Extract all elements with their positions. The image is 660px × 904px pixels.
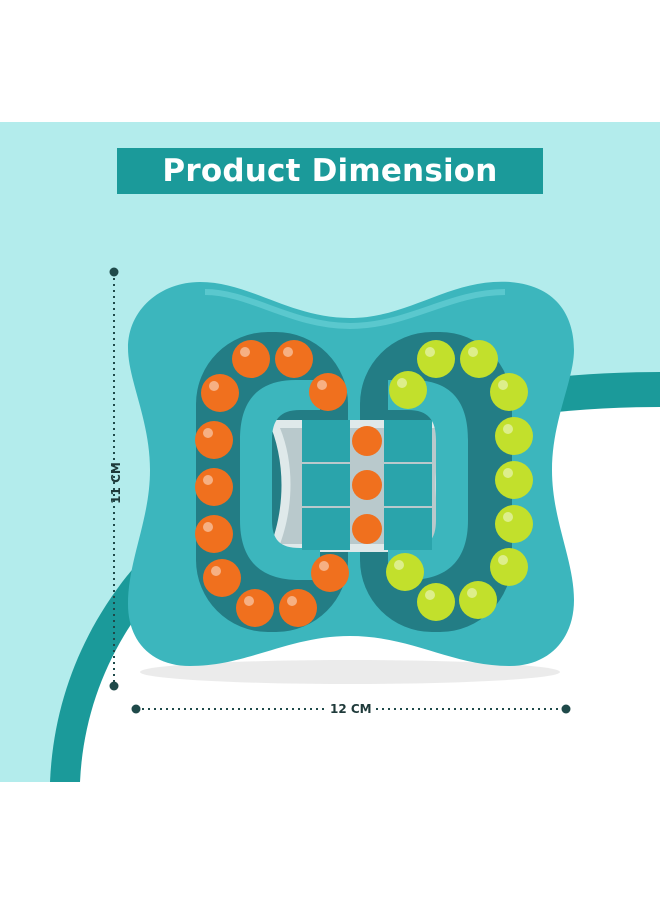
height-dimension-line — [109, 267, 119, 691]
width-label: 12 CM — [326, 702, 376, 716]
page-title: Product Dimension — [117, 148, 543, 194]
orange-balls — [195, 340, 349, 627]
left-inner-rail — [240, 380, 320, 580]
right-inner-rail — [388, 380, 468, 580]
height-label: 11 CM — [109, 462, 123, 504]
center-blocks — [302, 420, 432, 550]
green-balls — [386, 340, 533, 621]
width-dimension-line — [131, 704, 571, 714]
top-margin — [0, 0, 660, 122]
bottom-margin — [0, 782, 660, 904]
